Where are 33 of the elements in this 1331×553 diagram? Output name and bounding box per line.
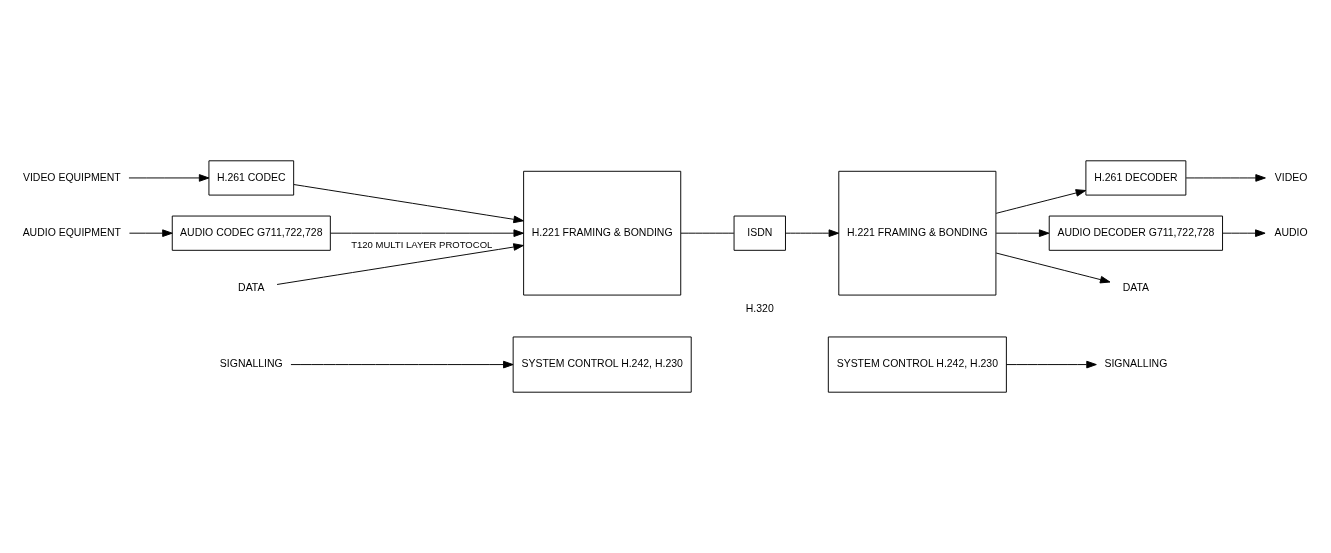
label: H.320 <box>745 303 774 315</box>
node-box: AUDIO CODEC G711,722,728 <box>171 215 331 251</box>
node-box: SYSTEM CONTROL H.242, H.230 <box>827 336 1007 393</box>
arrow <box>995 252 1111 284</box>
arrow <box>276 243 524 285</box>
arrow <box>330 229 524 237</box>
arrow <box>995 229 1050 237</box>
node-box: H.261 DECODER <box>1085 160 1187 196</box>
edge-label: T120 MULTI LAYER PROTOCOL <box>351 239 493 251</box>
node-box: H.261 CODEC <box>208 160 295 196</box>
connector <box>680 232 735 234</box>
node-text: VIDEO EQUIPMENT <box>22 171 121 183</box>
node-text: DATA <box>1122 282 1150 294</box>
arrow <box>1222 229 1266 237</box>
arrow <box>1185 174 1266 182</box>
node-text: DATA <box>238 282 265 294</box>
node-text: AUDIO <box>1274 226 1308 238</box>
node-text: AUDIO EQUIPMENT <box>22 226 121 238</box>
node-box: H.221 FRAMING & BONDING <box>523 170 682 296</box>
arrow <box>1005 360 1097 369</box>
node-box: SYSTEM CONTROL H.242, H.230 <box>512 336 692 393</box>
arrow <box>293 184 524 224</box>
node-text: SIGNALLING <box>219 358 283 370</box>
node-box: ISDN <box>733 215 786 251</box>
arrow <box>290 360 514 369</box>
arrow <box>995 189 1087 214</box>
node-text: VIDEO <box>1274 171 1308 183</box>
node-box: AUDIO DECODER G711,722,728 <box>1048 215 1223 251</box>
arrow <box>128 174 210 182</box>
arrow <box>785 229 840 237</box>
node-box: H.221 FRAMING & BONDING <box>838 170 997 296</box>
arrow <box>128 229 173 237</box>
node-text: SIGNALLING <box>1104 358 1168 370</box>
